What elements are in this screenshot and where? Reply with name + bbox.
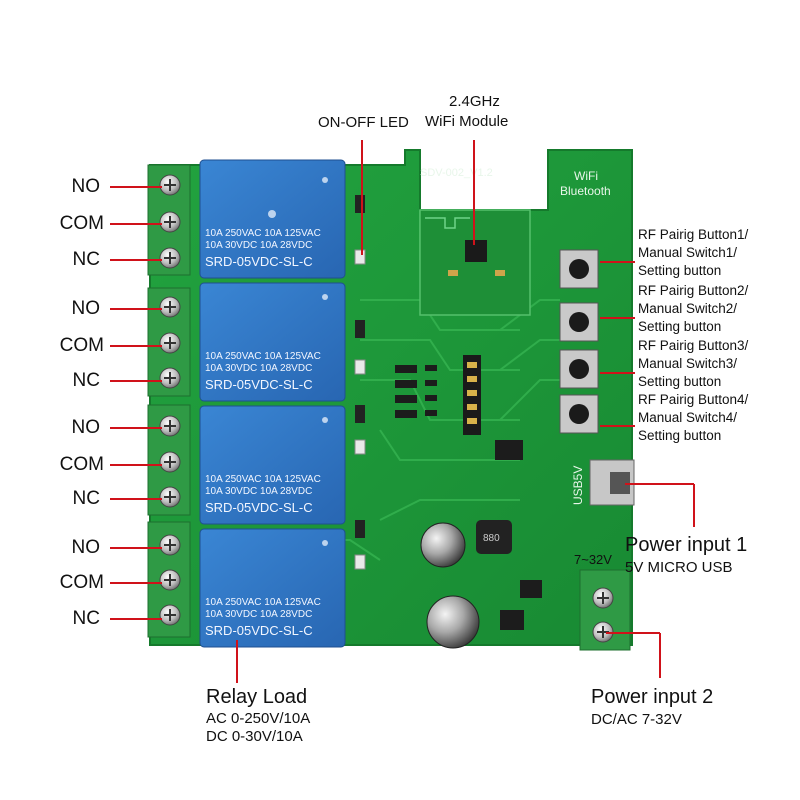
button4-line3: Setting button — [638, 428, 722, 443]
relay1-rating2: 10A 30VDC 10A 28VDC — [205, 240, 312, 251]
relay3-com-label: COM — [59, 454, 104, 475]
relay1-rating1: 10A 250VAC 10A 125VAC — [205, 228, 321, 239]
terminal-screws — [159, 174, 614, 643]
relay4-rating1: 10A 250VAC 10A 125VAC — [205, 597, 321, 608]
button1-line3: Setting button — [638, 263, 722, 278]
relay1-nc-label: NC — [72, 249, 100, 270]
relay2-nc-label: NC — [72, 370, 100, 391]
tactile-buttons — [559, 249, 599, 434]
button1-line2: Manual Switch1/ — [638, 245, 738, 260]
relay4-model: SRD-05VDC-SL-C — [205, 623, 313, 638]
relay2-model: SRD-05VDC-SL-C — [205, 377, 313, 392]
button4-line2: Manual Switch4/ — [638, 410, 738, 425]
button1-line1: RF Pairig Button1/ — [638, 227, 749, 242]
smd-components — [395, 365, 542, 630]
relay1-com-label: COM — [59, 213, 104, 234]
button3-line3: Setting button — [638, 374, 722, 389]
relay1-model: SRD-05VDC-SL-C — [205, 254, 313, 269]
relay3-model: SRD-05VDC-SL-C — [205, 500, 313, 515]
relay2-no-label: NO — [71, 298, 101, 319]
power1-title: Power input 1 — [625, 534, 748, 556]
board-bluetooth: Bluetooth — [560, 184, 611, 198]
button2-line2: Manual Switch2/ — [638, 301, 738, 316]
relay2-com-label: COM — [59, 335, 104, 356]
callout-lines — [110, 140, 695, 683]
button2-line1: RF Pairig Button2/ — [638, 283, 749, 298]
button3-callout: RF Pairig Button3/ Manual Switch3/ Setti… — [638, 337, 748, 391]
relay2-rating1: 10A 250VAC 10A 125VAC — [205, 351, 321, 362]
relay4-com-label: COM — [59, 572, 104, 593]
svg-text:880: 880 — [483, 533, 500, 544]
board-wifi: WiFi — [574, 169, 598, 183]
button3-line1: RF Pairig Button3/ — [638, 338, 749, 353]
button3-line2: Manual Switch3/ — [638, 356, 738, 371]
relay3-rating1: 10A 250VAC 10A 125VAC — [205, 474, 321, 485]
power1-sub: 5V MICRO USB — [625, 559, 733, 576]
board-usb5v: USB5V — [571, 466, 585, 505]
power-components: 880 — [420, 520, 512, 649]
power2-sub: DC/AC 7-32V — [591, 711, 682, 728]
relay1-no-label: NO — [71, 176, 101, 197]
onoff-leds — [354, 195, 366, 570]
relay3-no-label: NO — [71, 417, 101, 438]
button4-line1: RF Pairig Button4/ — [638, 392, 749, 407]
relay4-nc-label: NC — [72, 608, 100, 629]
header-pins — [463, 355, 481, 435]
wifi-freq-label: 2.4GHz — [449, 93, 500, 110]
relay3-nc-label: NC — [72, 488, 100, 509]
wifi-module-label: WiFi Module — [425, 113, 509, 130]
relay-dots — [268, 177, 328, 546]
relays — [199, 159, 346, 648]
relay4-no-label: NO — [71, 537, 101, 558]
relay-load-title: Relay Load — [206, 686, 308, 708]
button2-line3: Setting button — [638, 319, 722, 334]
relay-load-ac: AC 0-250V/10A — [206, 710, 311, 727]
button4-callout: RF Pairig Button4/ Manual Switch4/ Setti… — [638, 391, 748, 445]
relay2-rating2: 10A 30VDC 10A 28VDC — [205, 363, 312, 374]
relay3-rating2: 10A 30VDC 10A 28VDC — [205, 486, 312, 497]
button1-callout: RF Pairig Button1/ Manual Switch1/ Setti… — [638, 226, 748, 280]
relay-load-dc: DC 0-30V/10A — [206, 728, 303, 745]
power2-title: Power input 2 — [591, 686, 714, 708]
board-version: SDV-002_V1.2 — [420, 167, 493, 179]
board-input-voltage: 7~32V — [574, 552, 612, 567]
button2-callout: RF Pairig Button2/ Manual Switch2/ Setti… — [638, 282, 748, 336]
onoff-led-label: ON-OFF LED — [318, 114, 409, 131]
relay4-rating2: 10A 30VDC 10A 28VDC — [205, 609, 312, 620]
micro-usb-port — [589, 459, 635, 506]
